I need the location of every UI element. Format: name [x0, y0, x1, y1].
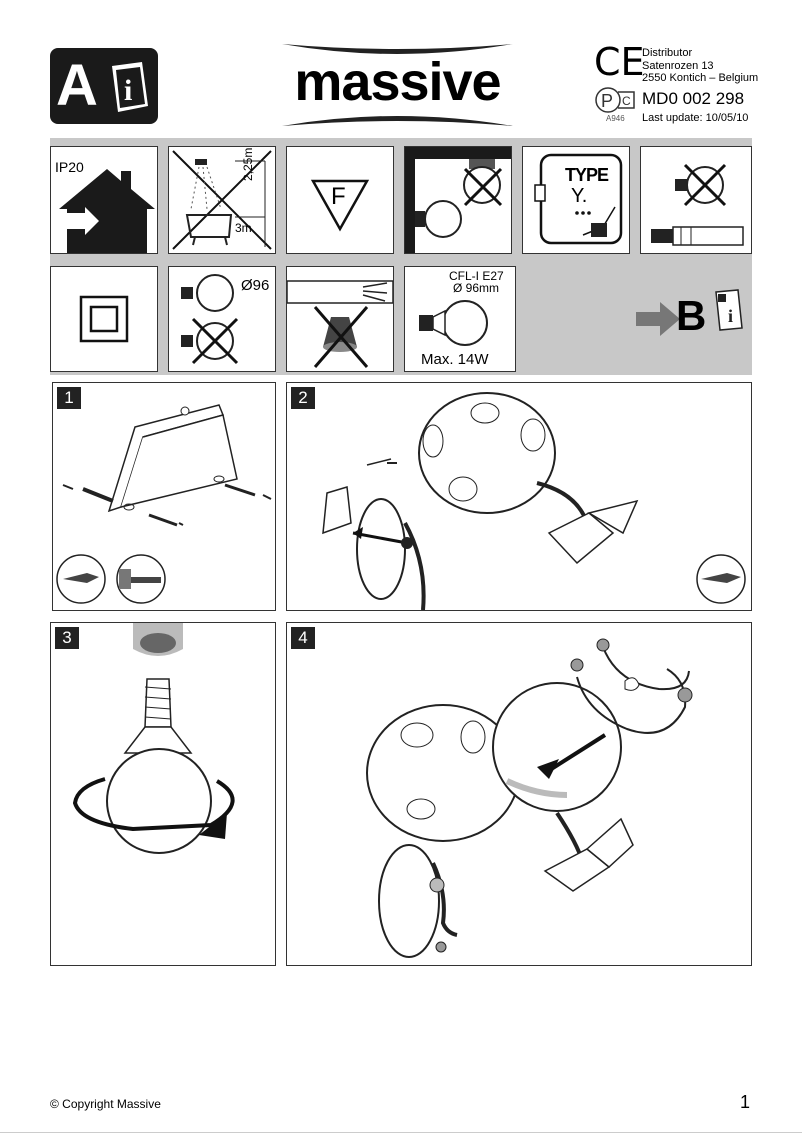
symbol-no-energy-saving-bulb: [640, 146, 752, 254]
bath-height: 2,25m: [241, 147, 255, 181]
step-panel-1: 1: [52, 382, 276, 611]
symbol-f-mark: F: [286, 146, 394, 254]
manual-book-icon: i: [112, 62, 148, 112]
f-mark-letter: F: [331, 183, 346, 210]
ce-mark: CE: [594, 40, 645, 84]
pct-cert-icon: P C: [595, 87, 635, 113]
max-power: Max. 14W: [421, 351, 489, 368]
round-bulb-icon: [181, 274, 239, 365]
model-code: MD0 002 298: [642, 89, 745, 108]
cfl-label: CFL-I E27: [449, 269, 504, 283]
symbol-ip20-indoor: IP20: [50, 146, 158, 254]
type-y-frame-icon: [534, 153, 623, 245]
f-triangle-icon: [310, 179, 370, 232]
symbol-cfl-bulb: CFL-I E27 Ø 96mm Max. 14W: [404, 266, 516, 372]
bulb-cross-icon: [651, 163, 744, 246]
brand-logo: massive: [280, 40, 515, 130]
shade-attach-illustration: [366, 638, 693, 958]
address-line2: 2550 Kontich – Belgium: [642, 72, 759, 84]
step-number: 2: [291, 387, 315, 409]
svg-text:i: i: [728, 306, 733, 326]
badge-letter: A: [56, 53, 98, 118]
last-update: Last update: 10/05/10: [642, 112, 749, 124]
bath-distance: 3m: [235, 221, 252, 235]
ip-rating: IP20: [55, 159, 84, 175]
step-panel-4: 4: [286, 622, 752, 966]
step-panel-3: 3: [50, 622, 276, 966]
brand-name: massive: [294, 52, 501, 112]
next-arrow-icon: [636, 302, 680, 336]
svg-text:C: C: [622, 94, 631, 108]
double-square-icon: [79, 295, 129, 343]
wall-lamp-icon: [405, 147, 511, 253]
symbol-wall-not-ceiling: [404, 146, 512, 254]
step-number: 3: [55, 627, 79, 649]
bathtub-cross-icon: [172, 150, 272, 250]
logo-swoosh-bottom: [282, 116, 513, 126]
mounting-bracket-illustration: [56, 404, 272, 604]
type-value: Y.: [571, 185, 588, 207]
bottom-rule: [0, 1132, 802, 1133]
cfl-diameter: Ø 96mm: [453, 281, 500, 295]
manual-book-b-icon: i: [715, 289, 743, 331]
manual-badge-a: A i: [50, 48, 158, 124]
bulb-install-illustration: [72, 623, 235, 854]
type-label: TYPE: [565, 165, 609, 185]
lamp-assembly-illustration: [322, 392, 746, 610]
step-panel-2: 2: [286, 382, 752, 611]
symbol-type-y-cable: TYPE Y.: [522, 146, 630, 254]
symbol-bathroom-distance: 2,25m 3m: [168, 146, 276, 254]
symbol-class-ii: [50, 266, 158, 372]
house-icon: [57, 169, 155, 253]
svg-text:P: P: [601, 91, 613, 111]
step-number: 1: [57, 387, 81, 409]
cfl-bulb-icon: [419, 300, 488, 346]
cert-code: A946: [606, 114, 625, 123]
address-line1: Satenrozen 13: [642, 60, 714, 72]
copyright: © Copyright Massive: [50, 1097, 161, 1111]
symbol-no-halogen-spot: [286, 266, 394, 372]
spot-cross-icon: [287, 280, 393, 368]
symbol-grid-background: [50, 138, 752, 375]
svg-text:i: i: [124, 74, 132, 107]
logo-swoosh-top: [282, 44, 513, 54]
step-number: 4: [291, 627, 315, 649]
page-number: 1: [740, 1092, 751, 1112]
symbol-bulb-shape: Ø96: [168, 266, 276, 372]
distributor-label: Distributor: [642, 47, 693, 59]
bulb-diameter: Ø96: [241, 277, 270, 294]
next-section-letter: B: [676, 292, 707, 339]
